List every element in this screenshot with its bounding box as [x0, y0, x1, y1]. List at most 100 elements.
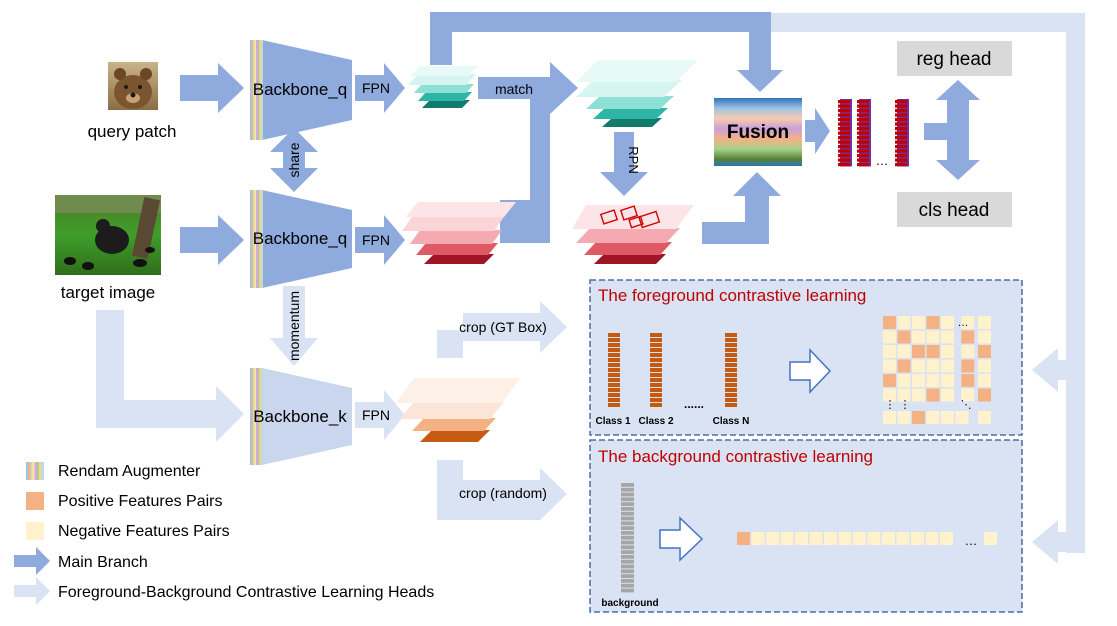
matrix-cell-negative: [897, 345, 911, 358]
fused-stack-ellipsis: …: [876, 153, 889, 168]
fused-cell: [838, 131, 850, 135]
class-bar-cell: [650, 338, 662, 342]
class-bar-cell: [725, 403, 737, 407]
rpn-label: RPN: [626, 146, 641, 173]
matrix-cell-negative: [955, 411, 969, 424]
legend-augmenter: Rendam Augmenter: [26, 462, 201, 480]
feature-stack-query: [408, 66, 478, 108]
foreground-panel: The foreground contrastive learning Clas…: [589, 279, 1023, 436]
arrow-top-to-fusion: [430, 12, 783, 92]
background-bar-cell: [621, 531, 634, 535]
class-bar-cell: [608, 388, 620, 392]
background-bar-cell: [621, 507, 634, 511]
arrow-fusion-to-stack: [805, 108, 830, 154]
matrix-cell-negative: [926, 359, 940, 373]
background-bar-cell: [621, 555, 634, 559]
class-bar-cell: [608, 358, 620, 362]
matrix-cell-negative: [941, 345, 954, 358]
fused-cell: [838, 136, 850, 140]
background-bar-cell: [621, 545, 634, 550]
matrix-cell-negative: [941, 316, 954, 329]
fused-cell: [895, 127, 907, 131]
class-bar-cell: [650, 343, 662, 347]
class-bar-cell: [650, 388, 662, 392]
class-bar: [725, 333, 737, 407]
sequence-cell-negative: [940, 532, 953, 545]
class-bar-cell: [650, 363, 662, 367]
class-bar-cell: [608, 348, 620, 352]
sequence-cell-negative: [896, 532, 910, 545]
matrix-cell-negative: [912, 374, 925, 387]
class-bar-cell: [725, 368, 737, 372]
class-bar-cell: [725, 358, 737, 362]
fused-cell: [857, 154, 869, 158]
arrow-rpn: [600, 132, 648, 196]
class-bar-cell: [725, 348, 737, 352]
fused-cell: [838, 154, 850, 158]
matrix-cell-negative: [978, 330, 991, 344]
background-bar-cell: [621, 535, 634, 540]
legend-negative: Negative Features Pairs: [26, 522, 230, 540]
matrix-cell-negative: [978, 411, 991, 424]
class-bar-cell: [608, 368, 620, 372]
matrix-cell-negative: [926, 374, 940, 387]
backbone-q-bottom-label: Backbone_q: [253, 229, 348, 248]
class-bar-cell: [608, 353, 620, 357]
matrix-cell-negative: [897, 411, 911, 424]
background-bar-cell: [621, 511, 634, 516]
momentum-label: momentum: [286, 291, 302, 361]
arrow-rpn-to-fusion: [702, 172, 781, 244]
matrix-cell-positive: [912, 411, 925, 424]
matrix-cell-positive: [883, 374, 896, 387]
class-bar-cell: [650, 368, 662, 372]
legend-negative-label: Negative Features Pairs: [58, 523, 230, 540]
cls-head: cls head: [897, 192, 1012, 227]
matrix-ellipsis: ⋮: [900, 399, 911, 411]
fused-cell: [895, 118, 907, 122]
matrix-ellipsis: ⋱: [961, 399, 972, 411]
class-bar-cell: [725, 338, 737, 342]
fused-cell: [838, 109, 850, 113]
crop-gt-label: crop (GT Box): [459, 319, 547, 335]
sequence-cell-negative: [882, 532, 895, 545]
light-arrow-fpn-k: [355, 390, 405, 440]
fused-cell: [857, 145, 869, 149]
target-image-label: target image: [61, 283, 156, 302]
matrix-cell-positive: [897, 330, 911, 344]
fused-cell: [857, 100, 869, 104]
class-bar-cell: [725, 398, 737, 402]
matrix-cell-positive: [926, 345, 940, 358]
matrix-cell-positive: [978, 388, 991, 402]
class-bar-cell: [608, 393, 620, 397]
share-label: share: [286, 142, 302, 177]
matrix-cell-negative: [883, 330, 896, 344]
class-bar-cell: [725, 378, 737, 382]
fused-cell: [895, 163, 907, 167]
light-arrow-to-background: [1032, 520, 1066, 564]
sequence-cell-negative: [780, 532, 794, 545]
fused-cell: [895, 145, 907, 149]
sequence-cell-negative: [925, 532, 939, 545]
match-label: match: [495, 81, 533, 97]
matrix-cell-negative: [912, 330, 925, 344]
matrix-cell-negative: [883, 359, 896, 373]
legend-augmenter-label: Rendam Augmenter: [58, 463, 201, 480]
arrow-fpn-q2: [355, 215, 405, 265]
class-bar-cell: [608, 338, 620, 342]
fused-cell: [838, 113, 850, 117]
arrow-query-to-backbone: [180, 63, 244, 113]
fused-cell: [857, 127, 869, 131]
fused-cell: [838, 158, 850, 162]
light-arrow-target-to-backbone-k: [96, 310, 244, 442]
matrix-cell-negative: [897, 388, 911, 402]
matrix-cell-negative: [941, 359, 954, 373]
query-patch-label: query patch: [88, 122, 177, 141]
background-bar-cell: [621, 497, 634, 502]
class-bar-cell: [608, 333, 620, 337]
backbone-q-top: Backbone_q: [250, 40, 352, 140]
light-arrow-to-foreground: [1032, 348, 1066, 392]
class-bar-cell: [725, 343, 737, 347]
fused-cell: [838, 118, 850, 122]
class-bar-cell: [608, 363, 620, 367]
